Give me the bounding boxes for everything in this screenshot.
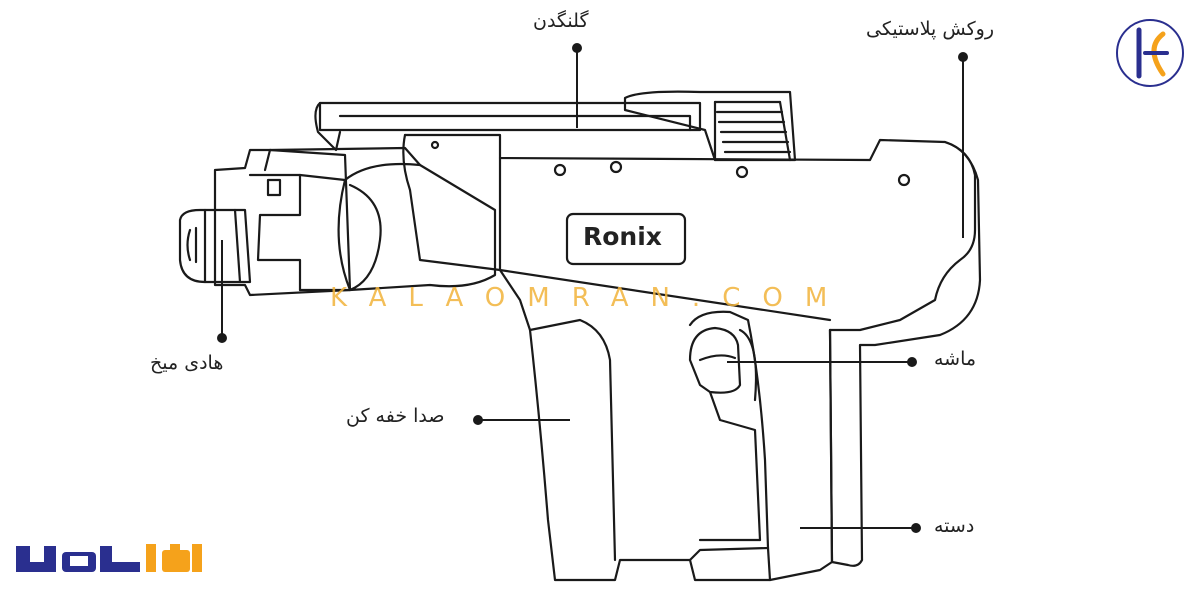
label-handle: دسته [934, 515, 975, 537]
breech-grip [623, 90, 797, 162]
label-nail-guide: هادی میخ [150, 352, 224, 374]
plastic-cover [828, 140, 982, 567]
handle-grip [498, 268, 834, 582]
nail-guide [178, 208, 252, 284]
label-breech: گلنگدن [533, 10, 589, 32]
label-trigger: ماشه [934, 348, 977, 370]
brand-plate [565, 212, 687, 266]
front-head [213, 148, 352, 297]
corner-brand-icon [1116, 19, 1184, 87]
watermark: KALAOMRAN.COM [330, 283, 850, 313]
top-rail [318, 101, 702, 132]
cylinder [337, 162, 497, 292]
label-muffler: صدا خفه کن [346, 405, 445, 427]
brand-logo-text: Ronix [583, 222, 662, 251]
site-logo [16, 544, 202, 572]
label-plastic-cover: روکش پلاستیکی [866, 18, 994, 40]
trigger [688, 326, 742, 394]
